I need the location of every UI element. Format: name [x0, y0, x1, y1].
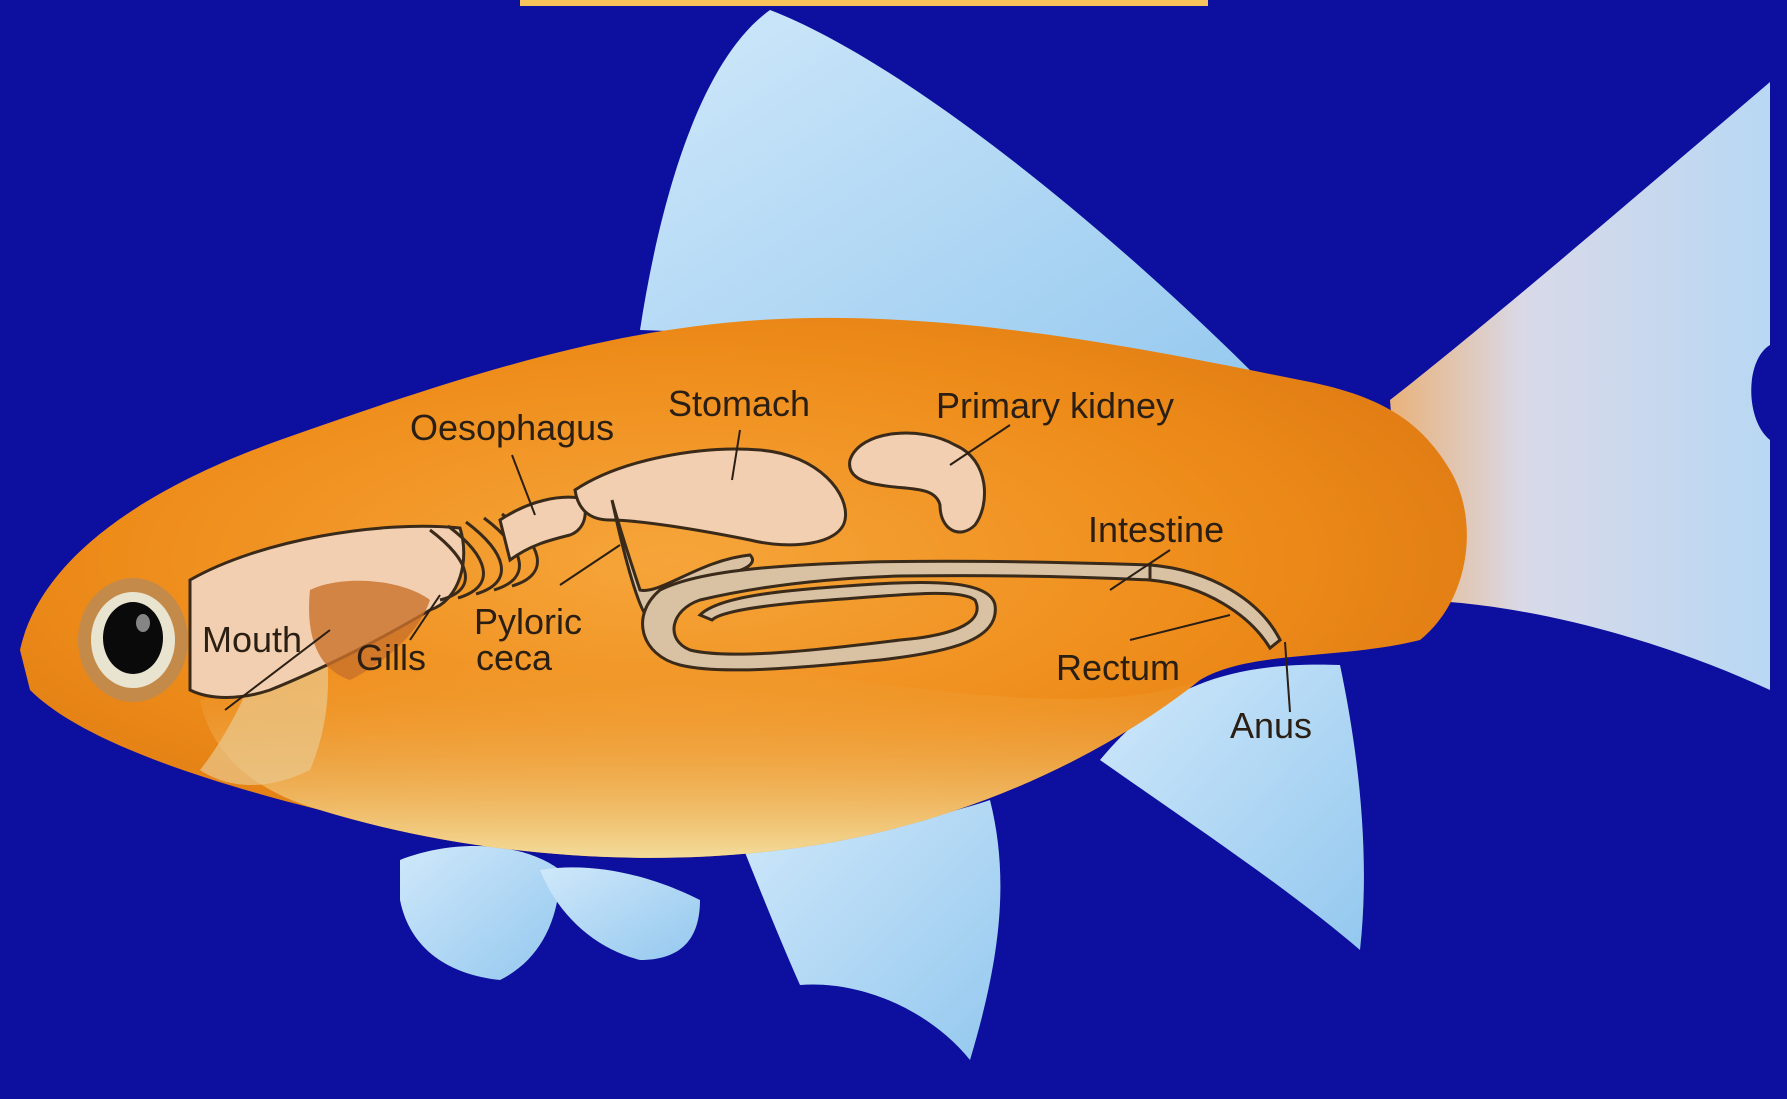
label-intestine: Intestine [1088, 509, 1224, 550]
label-rectum: Rectum [1056, 647, 1180, 688]
label-mouth: Mouth [202, 619, 302, 660]
label-gills: Gills [356, 637, 426, 678]
label-primary-kidney: Primary kidney [936, 385, 1174, 426]
label-stomach: Stomach [668, 383, 810, 424]
label-oesophagus: Oesophagus [410, 407, 614, 448]
label-anus: Anus [1230, 705, 1312, 746]
pectoral-fin-right [540, 867, 700, 960]
label-pyloric: Pyloric [474, 601, 582, 642]
label-ceca: ceca [476, 637, 553, 678]
top-bar [520, 0, 1208, 6]
eye [78, 578, 188, 702]
pectoral-fin-left [400, 846, 560, 980]
